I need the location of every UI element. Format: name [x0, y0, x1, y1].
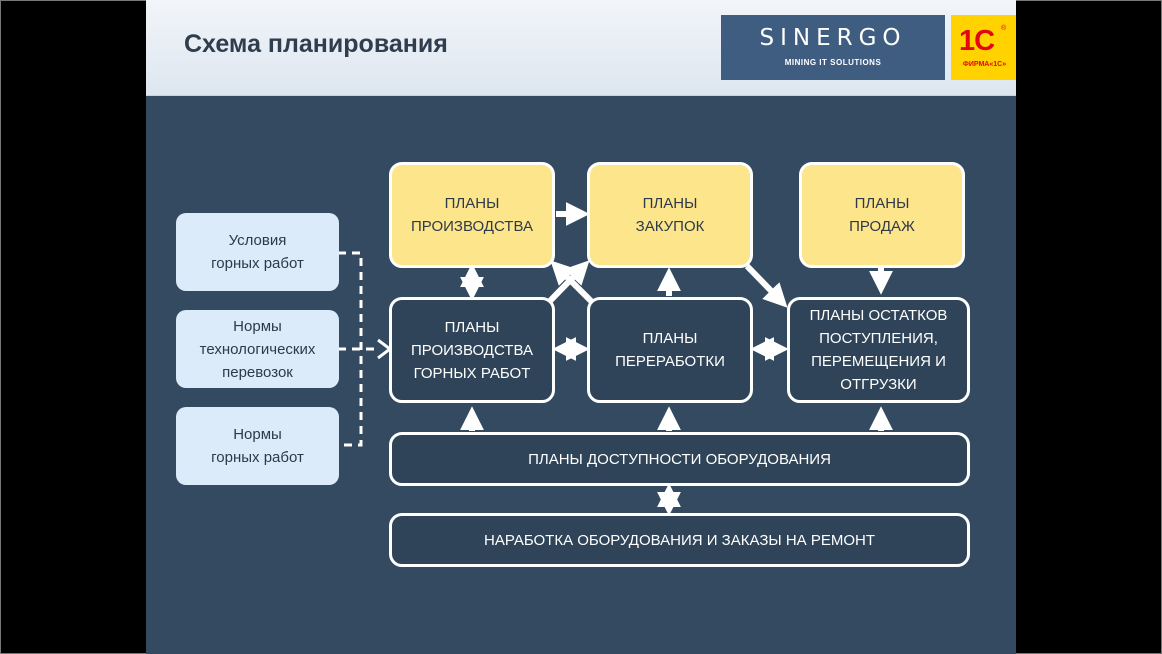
- slide-header: Схема планирования SINERGO MINING IT SOL…: [146, 0, 1016, 96]
- equipment-availability-label: ПЛАНЫ ДОСТУПНОСТИ ОБОРУДОВАНИЯ: [528, 450, 831, 468]
- purchase-plans-label: ПЛАНЫ ЗАКУПОК: [635, 195, 705, 235]
- 1c-logo-mark: 1С: [959, 25, 995, 57]
- sales-plans-label: ПЛАНЫ ПРОДАЖ: [849, 195, 915, 235]
- arrow-cross-2: [550, 260, 595, 305]
- 1c-logo: 1С ® ФИРМА«1С»: [951, 15, 1016, 80]
- sinergo-logo-tagline: MINING IT SOLUTIONS: [784, 58, 882, 67]
- production-plans-label: ПЛАНЫ ПРОИЗВОДСТВА: [411, 195, 533, 235]
- slide: Схема планирования SINERGO MINING IT SOL…: [146, 0, 1016, 654]
- slide-title: Схема планирования: [184, 30, 448, 58]
- mining-production-plans-label: ПЛАНЫ ПРОИЗВОДСТВА ГОРНЫХ РАБОТ: [411, 318, 533, 382]
- input-transport-norms-label: Нормы технологических перевозок: [199, 317, 316, 381]
- dashed-connector: [338, 251, 378, 447]
- arrow-purchases-stock: [744, 263, 788, 308]
- box-processing-plans: ПЛАНЫ ПЕРЕРАБОТКИ: [587, 297, 753, 403]
- processing-plans-label: ПЛАНЫ ПЕРЕРАБОТКИ: [615, 330, 725, 370]
- input-mining-norms: Нормы горных работ: [176, 407, 339, 485]
- sinergo-logo-name: SINERGO: [759, 25, 907, 51]
- 1c-logo-caption: ФИРМА«1С»: [962, 61, 1007, 68]
- sinergo-logo: SINERGO MINING IT SOLUTIONS: [721, 15, 945, 80]
- input-mining-norms-label: Нормы горных работ: [211, 426, 304, 466]
- input-transport-norms: Нормы технологических перевозок: [176, 310, 339, 388]
- box-stock-balance-plans: ПЛАНЫ ОСТАТКОВ ПОСТУПЛЕНИЯ, ПЕРЕМЕЩЕНИЯ …: [787, 297, 970, 403]
- box-equipment-runtime: НАРАБОТКА ОБОРУДОВАНИЯ И ЗАКАЗЫ НА РЕМОН…: [389, 513, 970, 567]
- equipment-runtime-label: НАРАБОТКА ОБОРУДОВАНИЯ И ЗАКАЗЫ НА РЕМОН…: [483, 531, 876, 549]
- box-mining-production-plans: ПЛАНЫ ПРОИЗВОДСТВА ГОРНЫХ РАБОТ: [389, 297, 555, 403]
- input-mining-conditions: Условия горных работ: [176, 213, 339, 291]
- stock-balance-plans-label: ПЛАНЫ ОСТАТКОВ ПОСТУПЛЕНИЯ, ПЕРЕМЕЩЕНИЯ …: [809, 307, 948, 393]
- box-equipment-availability-plans: ПЛАНЫ ДОСТУПНОСТИ ОБОРУДОВАНИЯ: [389, 432, 970, 486]
- input-mining-conditions-label: Условия горных работ: [211, 232, 304, 272]
- box-sales-plans: ПЛАНЫ ПРОДАЖ: [799, 162, 965, 268]
- box-production-plans: ПЛАНЫ ПРОИЗВОДСТВА: [389, 162, 555, 268]
- box-purchase-plans: ПЛАНЫ ЗАКУПОК: [587, 162, 753, 268]
- registered-mark-icon: ®: [1001, 25, 1007, 32]
